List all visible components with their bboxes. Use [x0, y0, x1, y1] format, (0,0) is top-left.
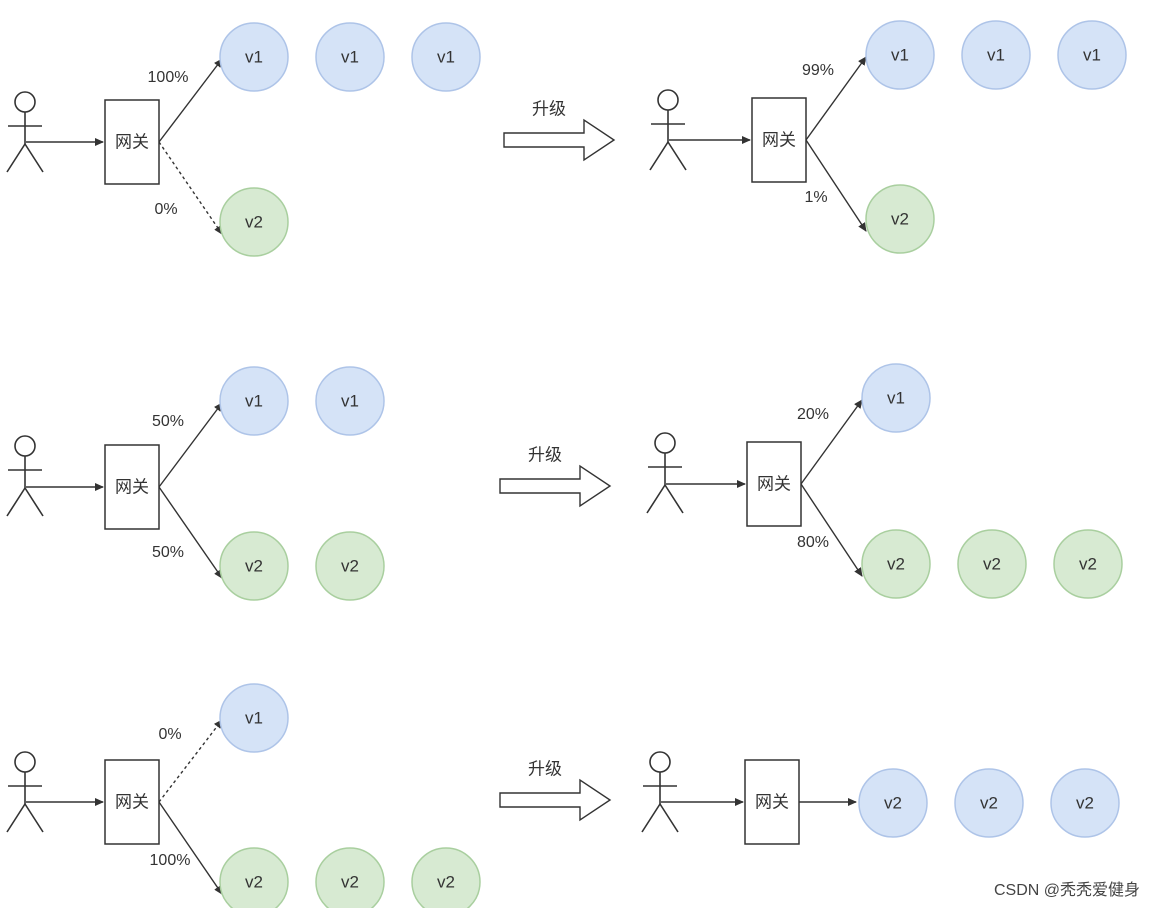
row1-left-user-icon: [6, 91, 44, 173]
row2-right-top-route-arrow: [800, 399, 863, 485]
row3-right-node-3: [1050, 768, 1120, 838]
row3-right-node-1-label: v2: [884, 793, 902, 812]
row2-right-top-percent: 20%: [797, 406, 829, 423]
row2-right-bottom-node-2: [957, 529, 1027, 599]
row2-right-top-node-1-label: v1: [887, 388, 905, 407]
row1-left-top-node-1-label: v1: [245, 47, 263, 66]
watermark: CSDN @秃秃爱健身: [993, 882, 1140, 899]
row3-right-node-2: [954, 768, 1024, 838]
row1-left-bottom-node-1: [219, 187, 289, 257]
row1-left-gateway-label: 网关: [115, 132, 149, 151]
row1-left-top-node-2: [315, 22, 385, 92]
row2-left-bottom-node-2: [315, 531, 385, 601]
row1-left-bottom-node-1-label: v2: [245, 212, 263, 231]
row3-right-node-3-label: v2: [1076, 793, 1094, 812]
row3-right-gateway-label: 网关: [755, 792, 789, 811]
row2-right-gateway: [746, 441, 802, 527]
row1-left-bottom-percent: 0%: [154, 201, 177, 218]
row3-right-node-1: [858, 768, 928, 838]
row2-upgrade-arrow: [499, 464, 612, 508]
row2-left-top-node-1: [219, 366, 289, 436]
row1-left-top-node-3: [411, 22, 481, 92]
row3-upgrade-arrow: [499, 778, 612, 822]
row1-left-top-node-3-label: v1: [437, 47, 455, 66]
row3-right-user-icon: [641, 751, 679, 833]
row2-left-gateway: [104, 444, 160, 530]
row3-right-gateway: [744, 759, 800, 845]
row2-right-bottom-node-3: [1053, 529, 1123, 599]
row2-right-bottom-node-1-label: v2: [887, 554, 905, 573]
row3-left-top-node-1: [219, 683, 289, 753]
row3-left-bottom-node-1-label: v2: [245, 872, 263, 891]
row2-right-bottom-percent: 80%: [797, 534, 829, 551]
row3-left-bottom-node-3-label: v2: [437, 872, 455, 891]
row3-left-top-percent: 0%: [158, 726, 181, 743]
row3-left-top-node-1-label: v1: [245, 708, 263, 727]
row2-right-user-icon: [646, 432, 684, 514]
row1-right-top-node-1: [865, 20, 935, 90]
row1-upgrade-arrow: [503, 118, 616, 162]
row1-right-top-percent: 99%: [802, 62, 834, 79]
row3-left-bottom-node-2: [315, 847, 385, 908]
row1-left-top-percent: 100%: [148, 69, 189, 86]
row2-left-top-node-1-label: v1: [245, 391, 263, 410]
row2-right-bottom-node-3-label: v2: [1079, 554, 1097, 573]
row2-left-user-icon: [6, 435, 44, 517]
row1-upgrade-arrow-label: 升级: [532, 99, 566, 118]
row3-left-user-icon: [6, 751, 44, 833]
row2-left-top-percent: 50%: [152, 413, 184, 430]
row3-left-bottom-percent: 100%: [150, 852, 191, 869]
row1-right-top-node-2-label: v1: [987, 45, 1005, 64]
row1-right-bottom-node-1: [865, 184, 935, 254]
row2-left-bottom-percent: 50%: [152, 544, 184, 561]
row1-right-bottom-node-1-label: v2: [891, 209, 909, 228]
row1-right-bottom-route-arrow: [805, 139, 867, 232]
row2-right-bottom-node-2-label: v2: [983, 554, 1001, 573]
row2-right-bottom-route-arrow: [800, 483, 863, 577]
row2-left-bottom-route-arrow: [158, 486, 223, 579]
row1-right-top-node-1-label: v1: [891, 45, 909, 64]
row3-right-node-2-label: v2: [980, 793, 998, 812]
row2-upgrade-arrow-label: 升级: [528, 445, 562, 464]
row2-left-bottom-node-1-label: v2: [245, 556, 263, 575]
row3-left-top-route-arrow: [158, 719, 223, 803]
row2-left-bottom-node-1: [219, 531, 289, 601]
row1-left-gateway: [104, 99, 160, 185]
row3-left-gateway-label: 网关: [115, 792, 149, 811]
row1-right-top-node-3: [1057, 20, 1127, 90]
row1-left-bottom-route-arrow: [158, 141, 223, 235]
row2-left-gateway-label: 网关: [115, 477, 149, 496]
row1-right-top-route-arrow: [805, 56, 867, 141]
row2-left-bottom-node-2-label: v2: [341, 556, 359, 575]
row3-left-bottom-node-2-label: v2: [341, 872, 359, 891]
row1-left-top-node-2-label: v1: [341, 47, 359, 66]
row3-left-bottom-node-3: [411, 847, 481, 908]
row2-right-bottom-node-1: [861, 529, 931, 599]
row3-left-gateway: [104, 759, 160, 845]
row1-right-top-node-3-label: v1: [1083, 45, 1101, 64]
row1-right-bottom-percent: 1%: [804, 189, 827, 206]
row3-upgrade-arrow-label: 升级: [528, 759, 562, 778]
row1-left-top-node-1: [219, 22, 289, 92]
row1-right-top-node-2: [961, 20, 1031, 90]
row1-left-top-route-arrow: [158, 58, 223, 143]
row3-left-bottom-node-1: [219, 847, 289, 908]
row1-right-gateway: [751, 97, 807, 183]
row2-left-top-node-2-label: v1: [341, 391, 359, 410]
row2-left-top-node-2: [315, 366, 385, 436]
row2-left-top-route-arrow: [158, 402, 223, 488]
row2-right-gateway-label: 网关: [757, 474, 791, 493]
row1-right-gateway-label: 网关: [762, 130, 796, 149]
row1-right-user-icon: [649, 89, 687, 171]
row2-right-top-node-1: [861, 363, 931, 433]
row3-left-bottom-route-arrow: [158, 801, 223, 895]
